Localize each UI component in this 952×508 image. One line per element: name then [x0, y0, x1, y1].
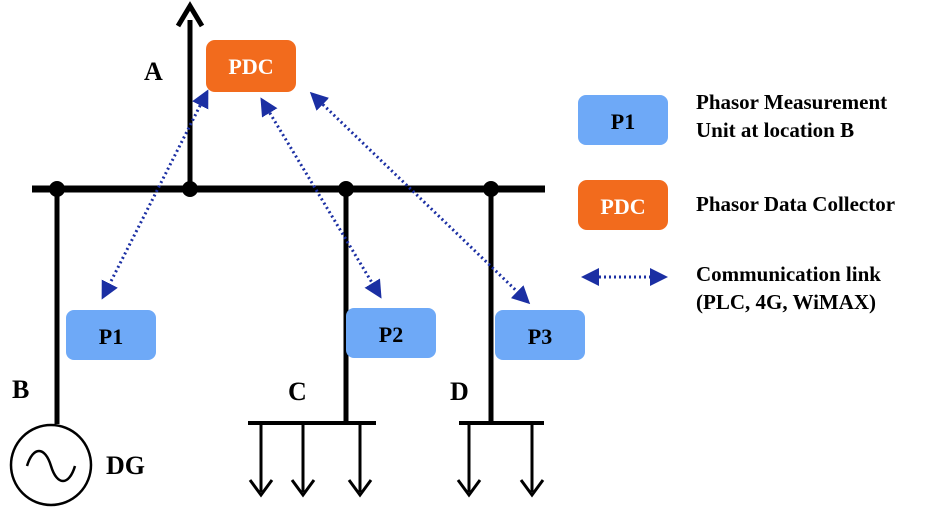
pmu-p2-label: P2 — [379, 322, 403, 347]
legend: P1 Phasor Measurement Unit at location B… — [578, 90, 895, 314]
pmu-p1-box — [66, 310, 156, 360]
legend-pmu-text-line1: Phasor Measurement — [696, 90, 887, 114]
feeder-a-arrow-icon — [175, 1, 205, 28]
node-label-b: B — [12, 375, 29, 404]
legend-pmu-text-line2: Unit at location B — [696, 118, 854, 142]
pmu-p1-label: P1 — [99, 324, 123, 349]
legend-pmu-box-label: P1 — [611, 109, 635, 134]
node-label-a: A — [144, 57, 163, 86]
load-c3-arrow-icon — [347, 423, 373, 498]
comm-link-pdc-p1 — [101, 89, 209, 300]
pmu-p2-box — [346, 308, 436, 358]
node-label-c: C — [288, 377, 307, 406]
node-label-d: D — [450, 377, 469, 406]
load-c2-arrow-icon — [290, 423, 316, 498]
pdc-box-label: PDC — [228, 54, 273, 79]
pdc-box — [206, 40, 296, 92]
legend-pmu-box — [578, 95, 668, 145]
legend-link-text-line1: Communication link — [696, 262, 881, 286]
legend-pdc-text: Phasor Data Collector — [696, 192, 895, 216]
pmu-p3-label: P3 — [528, 324, 552, 349]
load-c1-arrow-icon — [248, 423, 274, 498]
load-d2-arrow-icon — [519, 423, 545, 498]
pmu-p3-box — [495, 310, 585, 360]
comm-link-pdc-p2 — [260, 97, 382, 299]
legend-link-text-line2: (PLC, 4G, WiMAX) — [696, 290, 876, 314]
legend-pdc-box-label: PDC — [600, 194, 645, 219]
junction-a — [182, 181, 198, 197]
node-label-dg: DG — [106, 451, 145, 480]
sine-wave-icon — [25, 449, 77, 483]
load-d1-arrow-icon — [456, 423, 482, 498]
legend-pdc-box — [578, 180, 668, 230]
